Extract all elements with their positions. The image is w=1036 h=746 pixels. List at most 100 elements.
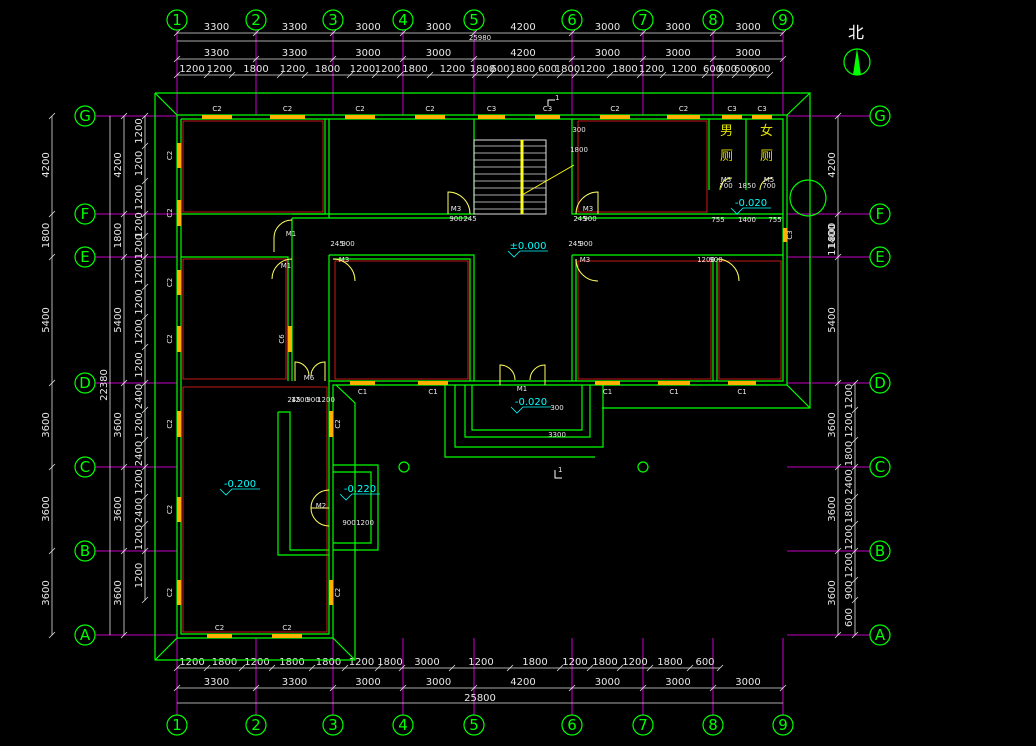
dim-tick xyxy=(398,664,406,672)
small-dim-text: 900 xyxy=(583,215,596,223)
dim-tick xyxy=(120,379,128,387)
top-axis-dim-2-text: 3000 xyxy=(595,48,620,59)
axis-label-col: 8 xyxy=(708,716,718,734)
window-label: C1 xyxy=(737,388,746,396)
axis-label-col: 5 xyxy=(469,716,479,734)
bottom-total-dim: 25800 xyxy=(464,693,496,704)
section-number: 1 xyxy=(555,94,559,102)
dim-tick xyxy=(636,71,644,79)
left-outer-dim-text: 3600 xyxy=(41,580,52,605)
small-dim-text: 755 xyxy=(768,216,781,224)
level-text: -0.200 xyxy=(224,479,256,490)
window xyxy=(345,115,375,119)
small-dim-text: 900 xyxy=(306,396,319,404)
top-opening-dim-text: 600 xyxy=(490,64,509,75)
left-mid-dim-text: 3600 xyxy=(113,496,124,521)
dim-tick xyxy=(568,55,576,63)
left-inner-dim-text: 1200 xyxy=(134,469,145,494)
dim-tick xyxy=(120,631,128,639)
axis-label-col: 7 xyxy=(638,11,648,29)
dim-tick xyxy=(506,664,514,672)
roof-hip xyxy=(332,637,356,661)
small-dim-text: 1200 xyxy=(356,519,374,527)
axis-bubble-col xyxy=(322,9,344,31)
axis-bubble-row xyxy=(869,105,891,127)
dim-tick xyxy=(646,664,654,672)
top-opening-dim-text: 1800 xyxy=(470,64,495,75)
small-dim-text: 900 xyxy=(449,215,462,223)
axis-label-col: 1 xyxy=(172,716,182,734)
window xyxy=(752,115,772,119)
dim-tick xyxy=(834,210,842,218)
window-label: C3 xyxy=(543,105,552,113)
axis-label-col: 4 xyxy=(398,11,408,29)
left-inner-dim-text: 1200 xyxy=(134,289,145,314)
dim-tick xyxy=(141,463,149,471)
window-label: C3 xyxy=(786,230,794,239)
roof-outline-north-east xyxy=(155,92,811,409)
dim-tick xyxy=(766,71,774,79)
bottom-opening-dim-text: 3000 xyxy=(414,657,439,668)
left-outer-dim-text: 3600 xyxy=(41,412,52,437)
right-inner-dim-text: 1200 xyxy=(844,553,855,578)
axis-label-row: A xyxy=(80,626,91,644)
dim-tick xyxy=(268,664,276,672)
axis-label-col: 2 xyxy=(251,11,261,29)
small-dim-text: 1200 xyxy=(291,396,309,404)
dim-tick xyxy=(141,210,149,218)
dim-tick xyxy=(851,547,859,555)
door-label: M6 xyxy=(304,374,315,382)
axis-label-col: 2 xyxy=(251,716,261,734)
window xyxy=(329,580,333,605)
left-inner-dim-text: 1200 xyxy=(134,151,145,176)
left-inner-dim-text: 1200 xyxy=(134,319,145,344)
window xyxy=(722,115,742,119)
left-mid-dim-text: 3600 xyxy=(113,580,124,605)
dim-tick xyxy=(686,664,694,672)
door-label: M3 xyxy=(580,256,591,264)
window-label: C2 xyxy=(166,334,174,343)
north-label: 北 xyxy=(848,23,864,42)
top-opening-dim-text: 1200 xyxy=(350,64,375,75)
top-opening-dim-text: 600 xyxy=(751,64,770,75)
dim-tick xyxy=(48,379,56,387)
top-axis-dim-2-text: 3000 xyxy=(735,48,760,59)
small-dim-text: 1400 xyxy=(738,216,756,224)
top-axis-dim-2-text: 3300 xyxy=(204,48,229,59)
dim-tick xyxy=(716,71,724,79)
left-inner-dim-text: 2400 xyxy=(134,441,145,466)
outer-wall xyxy=(176,114,788,639)
dim-tick xyxy=(470,29,478,37)
axis-bubble-row xyxy=(74,105,96,127)
axis-label-col: 6 xyxy=(567,11,577,29)
dim-tick xyxy=(556,664,564,672)
dim-tick xyxy=(834,631,842,639)
left-outer-dim-text: 3600 xyxy=(41,496,52,521)
axis-bubble-col xyxy=(561,9,583,31)
left-mid-dim-text: 1800 xyxy=(113,223,124,248)
dim-tick xyxy=(834,547,842,555)
top-axis-dim-text: 3000 xyxy=(426,22,451,33)
dim-tick xyxy=(173,29,181,37)
top-opening-dim-text: 1200 xyxy=(440,64,465,75)
axis-bubble-row xyxy=(869,624,891,646)
bottom-axis-dim-text: 3000 xyxy=(426,677,451,688)
left-mid-dim-text: 4200 xyxy=(113,152,124,177)
interior-wall xyxy=(333,258,471,381)
top-axis-dim-text: 3300 xyxy=(282,22,307,33)
window-label: C2 xyxy=(355,105,364,113)
left-inner-dim-text: 1200 xyxy=(134,212,145,237)
top-opening-dim-text: 1200 xyxy=(179,64,204,75)
dim-tick xyxy=(709,29,717,37)
dim-tick xyxy=(731,71,739,79)
left-inner-dim-text: 1200 xyxy=(134,412,145,437)
top-opening-dim-text: 1200 xyxy=(280,64,305,75)
window-label: C1 xyxy=(428,388,437,396)
door-label: M3 xyxy=(339,256,350,264)
window xyxy=(177,411,181,437)
window xyxy=(202,115,232,119)
level-symbol xyxy=(510,406,551,414)
window-label: C1 xyxy=(358,388,367,396)
right-inner-dim-text: 1200 xyxy=(844,412,855,437)
